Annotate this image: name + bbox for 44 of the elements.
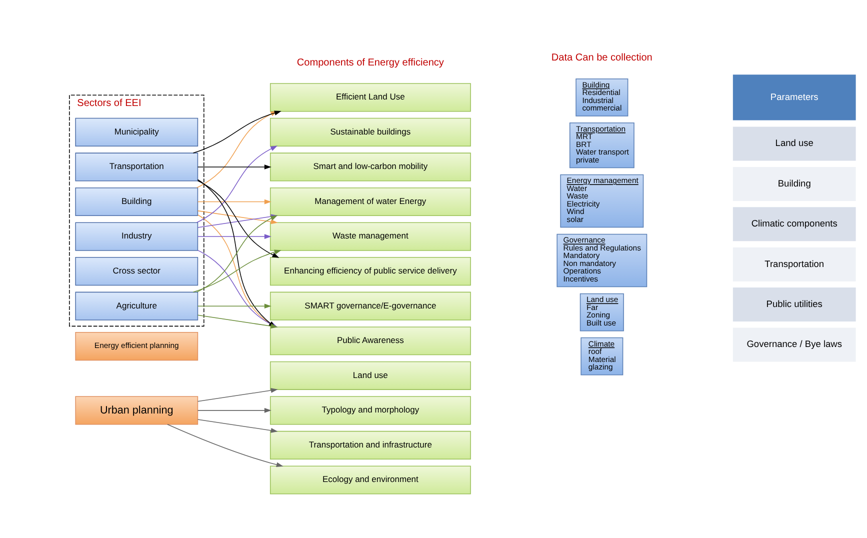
label: Transportation	[764, 258, 824, 269]
node-box: Enhancing efficiency of public service delivery	[270, 257, 471, 286]
label: Components of Energy efficiency	[296, 57, 444, 68]
arrow	[192, 250, 282, 293]
node-box: Ecology and environment	[270, 466, 471, 494]
arrow	[197, 164, 272, 170]
node-box: Energy management Water Waste Electricity Wind solar	[560, 174, 644, 228]
arrow	[197, 419, 278, 433]
label: Climatic components	[751, 218, 838, 229]
node-box: Energy efficient planning	[75, 332, 198, 361]
label: Governance / Bye laws	[746, 339, 842, 350]
node-box: Climate roof Material glazing	[580, 337, 624, 376]
node-box: Land use Far Zoning Built use	[580, 293, 624, 332]
arrow	[197, 388, 278, 402]
node-box: Governance Rules and Regulations Mandatory Non mandatory Operations Incentives	[556, 234, 648, 288]
node-box: Waste management	[270, 222, 471, 251]
node-box: Smart and low-carbon mobility	[270, 152, 471, 182]
node-box: Cross sector	[75, 257, 198, 286]
node-box: Land use	[270, 361, 471, 390]
node-box: Transportation MRT BRT Water transport private	[569, 122, 634, 168]
node-box: Agriculture	[75, 292, 198, 320]
node-box: Typology and morphology	[270, 396, 471, 425]
arrow	[197, 199, 272, 204]
node-box: Efficient Land Use	[270, 83, 471, 112]
node-box: Industry	[75, 222, 198, 251]
node-box: Sustainable buildings	[270, 118, 471, 146]
node-box: Urban planning	[75, 396, 198, 425]
label: Data Can be collection	[551, 52, 652, 64]
node-box: Municipality	[75, 118, 198, 146]
label: Land use	[775, 138, 814, 148]
node-box: Management of water Energy	[270, 187, 471, 216]
node-box: SMART governance/E-governance	[270, 292, 471, 320]
node-box: Transportation	[75, 152, 198, 182]
arrow	[197, 234, 272, 239]
arrow	[167, 424, 284, 468]
node-box: Public Awareness	[270, 326, 471, 356]
label: Parameters	[770, 92, 818, 102]
label: Building	[778, 178, 811, 188]
node-box: Building	[75, 187, 198, 216]
arrow	[197, 304, 272, 309]
arrow	[197, 408, 272, 413]
node-box: Building Residential Industrial commercial	[576, 78, 628, 116]
label: Public utilities	[766, 298, 822, 309]
node-box: Transportation and infrastructure	[270, 430, 471, 460]
